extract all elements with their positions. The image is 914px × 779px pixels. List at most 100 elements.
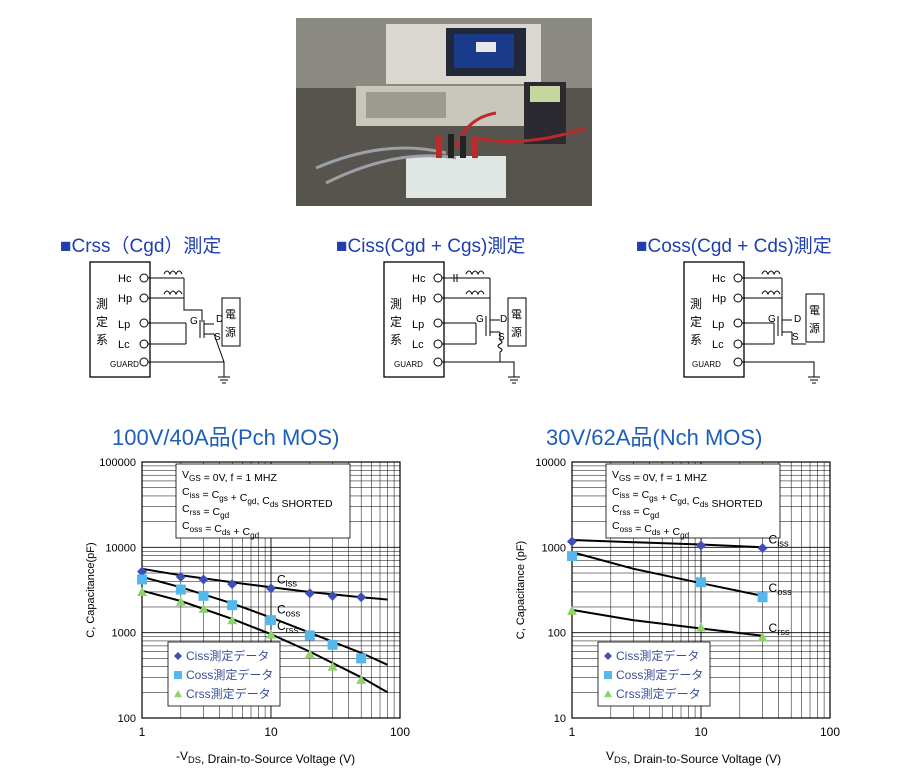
crss-point (327, 661, 338, 671)
terminal-hp: Hp (118, 293, 132, 305)
y-tick-label: 10000 (105, 542, 136, 554)
curve-coss (571, 551, 763, 597)
power-label-2: 源 (809, 321, 820, 335)
terminal-lc: Lc (118, 339, 130, 351)
crss-point (266, 629, 276, 639)
heading-bullet: ■ (636, 236, 648, 257)
crss-point (567, 605, 577, 615)
conditions-box (175, 463, 351, 539)
curve-ciss (571, 539, 763, 549)
system-label-1: 測 (690, 297, 702, 311)
legend-label: Crss測定データ (186, 686, 271, 701)
y-tick-label: 100 (548, 628, 566, 640)
power-label-2: 源 (225, 325, 236, 339)
ciss-point (137, 566, 147, 577)
power-label-1: 電 (511, 308, 522, 321)
circuit-drawing: Hc Hp Lp Lc GUARD 測 定 系 G D S 電 源 (683, 261, 825, 384)
coss-point (304, 630, 315, 641)
crss-point (137, 586, 147, 596)
y-tick-label: 10000 (535, 457, 566, 469)
legend-marker-crss (604, 690, 612, 698)
coss-point (175, 584, 186, 595)
curve-crss (571, 608, 763, 637)
pin-d: D (500, 314, 507, 325)
ciss-point (567, 536, 577, 547)
heading-crss: ■Crss（Cgd）測定 (60, 231, 221, 258)
crss-point (304, 649, 315, 659)
condition-line: VGS = 0V, f = 1 MHZ (182, 469, 277, 484)
system-label-3: 系 (390, 333, 402, 347)
terminal-guard: GUARD (110, 360, 139, 369)
y-tick-label: 10 (554, 713, 566, 725)
legend-label: Crss測定データ (616, 686, 701, 701)
coss-point (227, 600, 238, 611)
heading-ciss-label: Ciss(Cgd + Cgs)測定 (347, 236, 526, 257)
condition-line: Crss = Cgd (612, 503, 660, 520)
curve-label: Crss (277, 619, 298, 635)
coss-point (327, 639, 338, 650)
circuit-coss: Hc Hp Lp Lc GUARD 測 定 系 G D S 電 源 (678, 260, 838, 390)
power-label-2: 源 (511, 325, 522, 339)
power-label-1: 電 (225, 308, 236, 321)
curve-label: Coss (769, 581, 793, 597)
ciss-point (266, 583, 276, 594)
legend-label: Ciss測定データ (186, 648, 269, 663)
system-label-3: 系 (690, 333, 702, 347)
heading-crss-label: Crss（Cgd）測定 (71, 236, 222, 257)
x-axis-label: VDS, Drain-to-Source Voltage (V) (606, 749, 781, 766)
terminal-hc: Hc (712, 273, 726, 285)
x-tick-label: 10 (264, 725, 278, 739)
legend-marker-crss (174, 690, 182, 698)
y-axis-label: C, Capacitance (pF) (515, 541, 527, 639)
legend (597, 641, 711, 707)
coss-point (266, 615, 276, 626)
terminal-hc: Hc (412, 273, 426, 285)
heading-coss: ■Coss(Cgd + Cds)測定 (636, 231, 832, 258)
terminal-lc: Lc (412, 339, 424, 351)
x-tick-label: 1 (569, 725, 576, 739)
ciss-point (198, 574, 209, 585)
pin-g: G (476, 314, 484, 325)
y-tick-label: 1000 (112, 628, 136, 640)
x-tick-label: 10 (694, 725, 708, 739)
heading-ciss: ■Ciss(Cgd + Cgs)測定 (336, 231, 525, 258)
heading-coss-label: Coss(Cgd + Cds)測定 (647, 236, 832, 257)
crss-point (757, 632, 768, 642)
conditions-box (605, 463, 781, 539)
heading-bullet: ■ (336, 236, 348, 257)
y-axis-label: C, Capacitance(pF) (85, 542, 97, 637)
ciss-point (757, 543, 768, 554)
terminal-lp: Lp (118, 319, 130, 331)
legend-label: Coss測定データ (616, 667, 703, 682)
condition-line: Ciss = Cgs + Cgd, Cds SHORTED (182, 486, 333, 510)
y-tick-label: 100 (118, 713, 136, 725)
condition-line: Coss = Cds + Cgd (182, 520, 260, 540)
pin-s: S (498, 332, 505, 343)
system-label-1: 測 (390, 297, 402, 311)
pin-g: G (190, 316, 198, 327)
coss-point (567, 551, 577, 562)
circuit-drawing: Hc Hp Lp Lc GUARD 測 定 系 G D S 電 源 (383, 261, 527, 384)
coss-point (696, 577, 706, 588)
circuit-drawing: Hc Hp Lp Lc GUARD 測 定 系 G D S 電 源 (89, 261, 241, 384)
x-tick-label: 1 (139, 725, 146, 739)
curve-label: Crss (769, 621, 790, 637)
terminal-lc: Lc (712, 339, 724, 351)
pin-s: S (792, 332, 799, 343)
terminal-hp: Hp (712, 293, 726, 305)
coss-point (137, 574, 147, 585)
heading-bullet: ■ (60, 236, 72, 257)
crss-point (198, 603, 209, 613)
system-label-2: 定 (690, 314, 702, 329)
legend-marker-ciss (604, 652, 612, 660)
ciss-point (356, 592, 367, 603)
circuit-crss: Hc Hp Lp Lc GUARD 測 定 系 G D S 電 源 (84, 260, 244, 390)
photo-drawing (296, 18, 592, 206)
legend-label: Ciss測定データ (616, 648, 699, 663)
terminal-hp: Hp (412, 293, 426, 305)
ciss-point (175, 571, 186, 582)
curve-label: Ciss (277, 572, 297, 588)
legend-marker-coss (604, 671, 612, 679)
